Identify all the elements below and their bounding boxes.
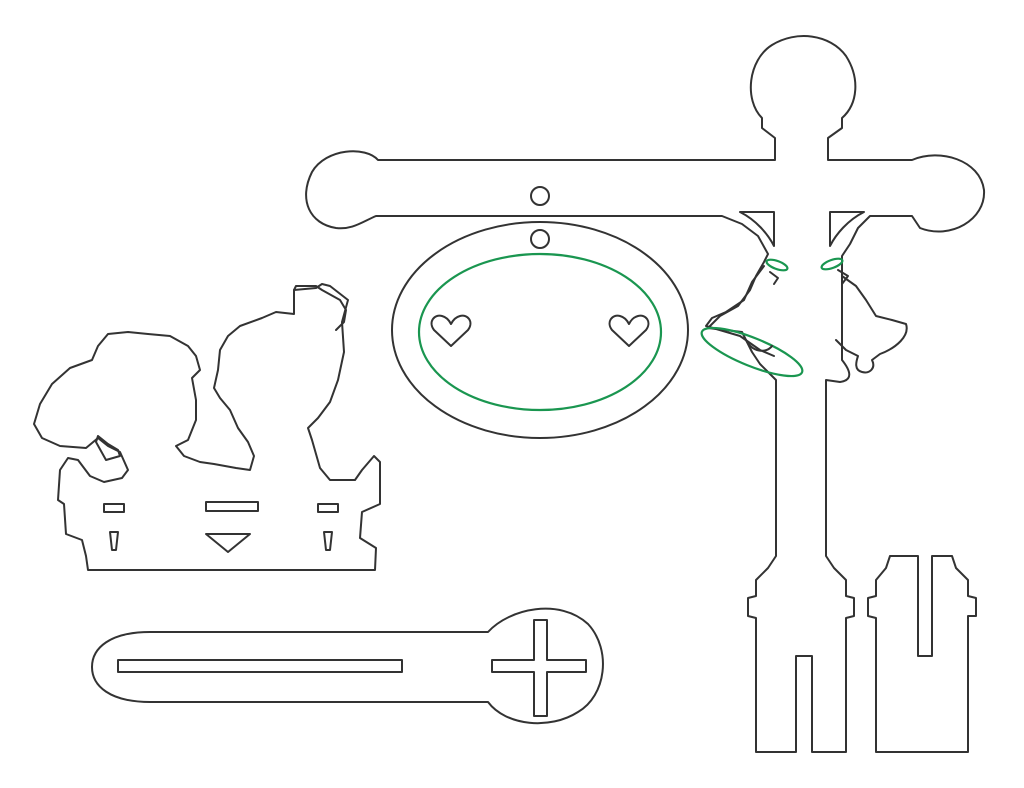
wedding-bells-part <box>700 257 908 378</box>
fence-notch-left <box>109 531 119 551</box>
bell-left-clapper <box>745 339 773 352</box>
couple-silhouette-part <box>33 283 381 571</box>
fence-slot-center <box>205 501 259 512</box>
stand-bar-outline <box>91 607 604 725</box>
oval-sign-part <box>391 221 689 439</box>
stand-bar-slot <box>117 659 403 673</box>
bell-left-rim <box>700 326 804 378</box>
heart-left-icon <box>430 314 472 347</box>
base-foot-outline <box>867 555 977 753</box>
fence-slot-left <box>103 503 125 513</box>
lamp-post-outline <box>305 35 986 753</box>
couple-silhouette-outline <box>33 283 381 571</box>
bell-left-top-accent <box>765 258 789 272</box>
bell-left-outline <box>705 265 775 357</box>
bride-veil-detail <box>95 435 121 461</box>
hanger-hole <box>530 186 550 206</box>
fence-slot-right <box>317 503 339 513</box>
sign-hanger-hole <box>530 229 550 249</box>
groom-hat <box>293 285 347 331</box>
cross-slot <box>491 619 587 717</box>
bow-knot-left <box>769 271 779 285</box>
crossbar-bracket-right <box>829 211 865 247</box>
oval-sign-outline <box>391 221 689 439</box>
bell-right-top-accent <box>820 257 844 271</box>
bell-right-outline <box>835 275 908 374</box>
fence-notch-right <box>323 531 333 551</box>
heart-right-icon <box>608 314 650 347</box>
base-foot-part <box>867 555 977 753</box>
oval-sign-engrave-border <box>417 252 663 412</box>
stand-bar-part <box>91 607 604 725</box>
crossbar-bracket-left <box>739 211 775 247</box>
fence-triangle <box>205 533 251 553</box>
lamp-post-part <box>305 35 986 753</box>
bow-knot-right <box>837 269 849 285</box>
